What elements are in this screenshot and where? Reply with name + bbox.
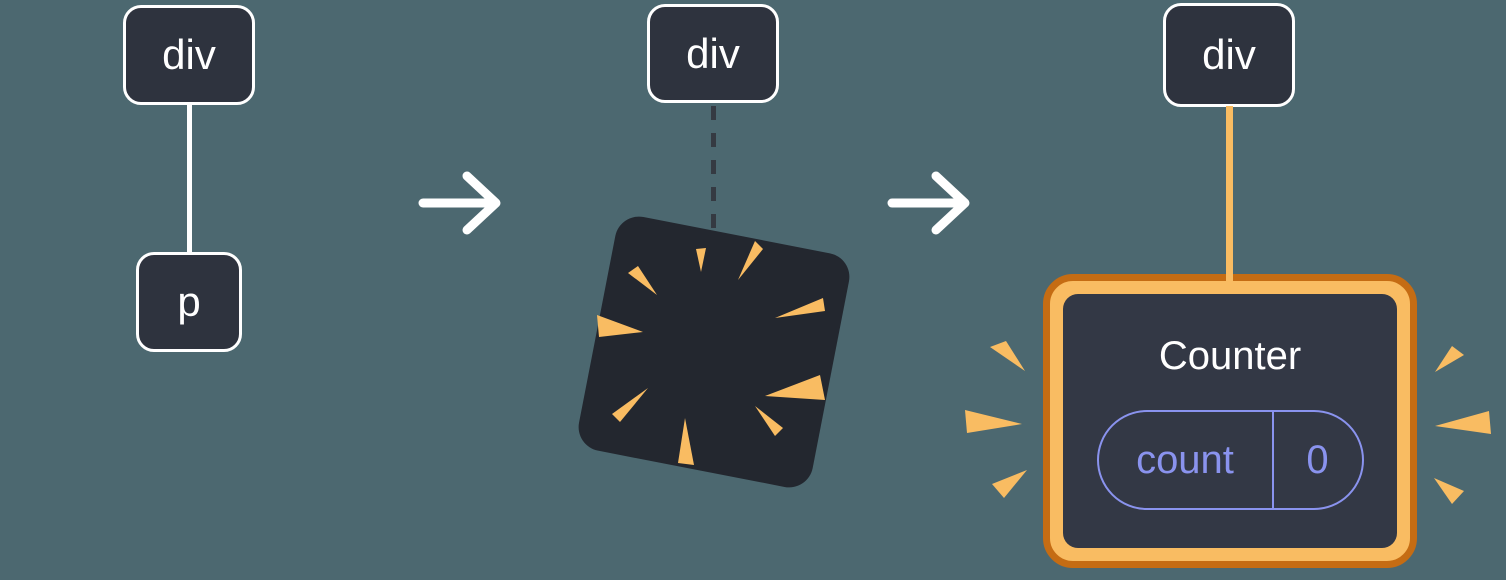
emphasis-ray <box>1434 478 1464 504</box>
state-value: 0 <box>1306 438 1329 482</box>
dom-node-p: p <box>136 252 242 352</box>
arrow-right-icon <box>418 171 501 235</box>
dom-node-div-after-label: div <box>1202 31 1256 78</box>
state-name: count <box>1099 412 1274 508</box>
tree-edge-new-mount <box>1226 106 1233 288</box>
dom-node-div-removed-label: div <box>686 29 740 77</box>
destroyed-node-burst <box>578 216 850 488</box>
counter-title: Counter <box>1158 334 1302 378</box>
emphasis-ray <box>965 410 1022 433</box>
state-pill: count 0 <box>1096 410 1364 510</box>
dom-node-div-after: div <box>1163 3 1295 107</box>
destroyed-node-square <box>578 216 850 488</box>
emphasis-ray <box>1435 346 1464 372</box>
emphasis-rays-right <box>1434 346 1491 504</box>
burst-ray <box>678 418 694 465</box>
emphasis-ray <box>990 341 1025 371</box>
counter-component-card: Counter count 0 <box>1043 274 1417 568</box>
burst-ray <box>755 406 783 436</box>
emphasis-ray <box>992 470 1027 498</box>
dom-node-p-label: p <box>177 278 201 325</box>
burst-ray <box>612 388 648 422</box>
dom-node-div-before-label: div <box>162 31 216 78</box>
tree-edge-before <box>187 103 192 254</box>
arrow-right-icon <box>887 171 970 235</box>
counter-component-body: Counter count 0 <box>1063 294 1397 548</box>
dom-node-div-before: div <box>123 5 255 105</box>
burst-ray <box>696 248 706 272</box>
burst-ray <box>738 241 763 280</box>
emphasis-rays-left <box>965 341 1027 498</box>
emphasis-ray <box>1435 411 1491 434</box>
tree-edge-removed-dashed <box>711 106 716 238</box>
burst-ray <box>597 315 643 337</box>
dom-node-div-removed: div <box>647 4 779 103</box>
burst-ray <box>775 298 825 318</box>
burst-ray <box>628 266 657 295</box>
burst-ray <box>765 375 825 400</box>
